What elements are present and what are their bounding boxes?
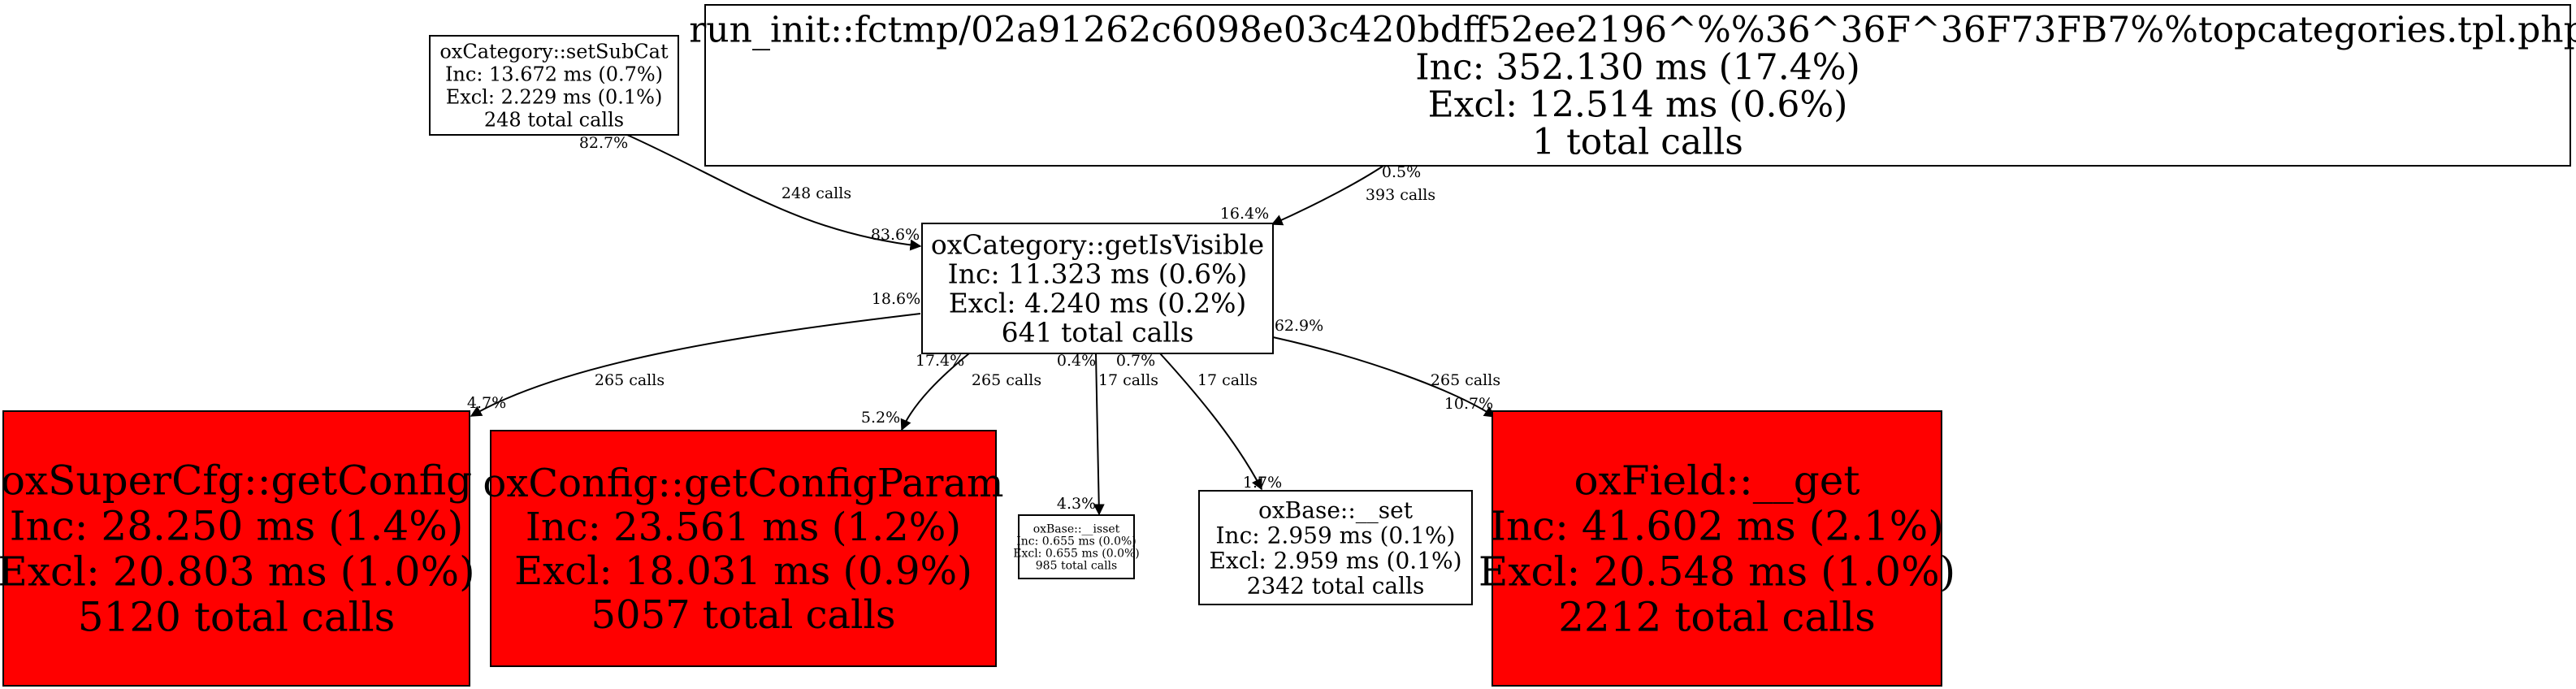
node-box [704,4,2571,167]
node-title: run_init::fctmp/02a91262c6098e03c420bdff… [689,9,2576,50]
edge-tail-percent: 0.7% [1116,352,1155,370]
node-calls: 5120 total calls [78,594,396,641]
edge-tail-percent: 18.6% [872,290,920,308]
node-box [1198,490,1473,605]
node-exclusive: Excl: 2.959 ms (0.1%) [1209,547,1461,574]
node-exclusive: Excl: 20.548 ms (1.0%) [1478,548,1955,596]
node-inclusive: Inc: 41.602 ms (2.1%) [1490,503,1944,550]
node-title: oxCategory::setSubCat [439,40,669,63]
node-exclusive: Excl: 12.514 ms (0.6%) [1428,84,1848,125]
node-calls: 2342 total calls [1247,572,1425,599]
edge-calls-label: 265 calls [972,371,1041,389]
edge-head-percent: 16.4% [1220,205,1269,223]
edges-layer: 248 calls 82.7% 83.6% 393 calls 0.5% 16.4% 265… [467,134,1500,516]
node-inclusive: Inc: 13.672 ms (0.7%) [445,63,663,85]
node-title: oxConfig::getConfigParam [483,461,1003,506]
edge-tail-percent: 17.4% [916,352,964,370]
node-calls: 1 total calls [1532,121,1743,162]
node-inclusive: Inc: 28.250 ms (1.4%) [10,503,464,550]
edge-head-percent: 4.7% [467,394,506,412]
node-exclusive: Excl: 2.229 ms (0.1%) [446,85,663,108]
node-inclusive: Inc: 352.130 ms (17.4%) [1415,46,1860,88]
edge-arrow [470,313,921,417]
edge-calls-label: 248 calls [781,184,851,202]
edge-calls-label: 393 calls [1366,186,1435,204]
node-title: oxCategory::getIsVisible [931,229,1264,261]
node-box [1018,514,1135,579]
node-title: oxSuperCfg::getConfig [1,457,472,505]
edge-head-percent: 1.7% [1243,474,1282,492]
edge-head-percent: 10.7% [1444,395,1493,413]
node-title: oxBase::__set [1258,496,1414,523]
node-calls: 248 total calls [484,108,624,131]
edge-getIsVisible-to-getConfig: 265 calls 18.6% 4.7% [467,290,921,417]
edge-tail-percent: 0.5% [1382,163,1421,181]
node-calls: 985 total calls [1036,559,1117,572]
edge-head-percent: 4.3% [1057,495,1096,513]
edge-head-percent: 5.2% [861,409,900,427]
edge-tail-percent: 62.9% [1275,317,1323,335]
edge-tail-percent: 82.7% [579,134,628,152]
edge-tail-percent: 0.4% [1057,352,1096,370]
node-calls: 2212 total calls [1558,594,1876,641]
edge-head-percent: 83.6% [871,226,920,244]
node-exclusive: Excl: 4.240 ms (0.2%) [949,288,1247,319]
node-box [921,223,1274,354]
node-box [490,430,997,667]
edge-run_init-to-getIsVisible: 393 calls 0.5% 16.4% [1220,163,1435,226]
edge-calls-label: 17 calls [1197,371,1258,389]
node-inclusive: Inc: 23.561 ms (1.2%) [526,505,961,550]
node-box [1491,410,1942,687]
edge-arrow [1272,336,1496,418]
node-inclusive: Inc: 2.959 ms (0.1%) [1216,522,1456,548]
edge-arrow [1093,353,1105,516]
edge-getIsVisible-to-get: 265 calls 62.9% 10.7% [1272,317,1500,418]
edge-getIsVisible-to-set: 17 calls 0.7% 1.7% [1116,352,1282,492]
edge-calls-label: 265 calls [595,371,665,389]
edge-arrow [1271,165,1384,226]
edge-calls-label: 265 calls [1431,371,1500,389]
node-box [429,35,679,136]
edge-getIsVisible-to-getConfigParam: 265 calls 17.4% 5.2% [861,352,1041,431]
edge-arrow [1159,353,1262,491]
node-title: oxBase::__isset [1033,522,1120,535]
node-inclusive: Inc: 11.323 ms (0.6%) [948,258,1248,290]
edge-setSubCat-to-getIsVisible: 248 calls 82.7% 83.6% [579,134,922,251]
node-calls: 5057 total calls [591,592,896,638]
node-inclusive: Inc: 0.655 ms (0.0%) [1016,535,1136,548]
node-title: oxField::__get [1574,457,1860,505]
edge-arrow [900,353,970,431]
node-exclusive: Excl: 18.031 ms (0.9%) [514,548,972,594]
node-exclusive: Excl: 0.655 ms (0.0%) [1013,547,1140,560]
edge-arrow [626,134,922,251]
node-exclusive: Excl: 20.803 ms (1.0%) [0,548,475,596]
node-run_init: run_init::fctmp/02a91262c6098e03c420bdff… [689,4,2576,167]
node-box [2,410,470,687]
edge-calls-label: 17 calls [1098,371,1158,389]
node-calls: 641 total calls [1002,317,1194,349]
